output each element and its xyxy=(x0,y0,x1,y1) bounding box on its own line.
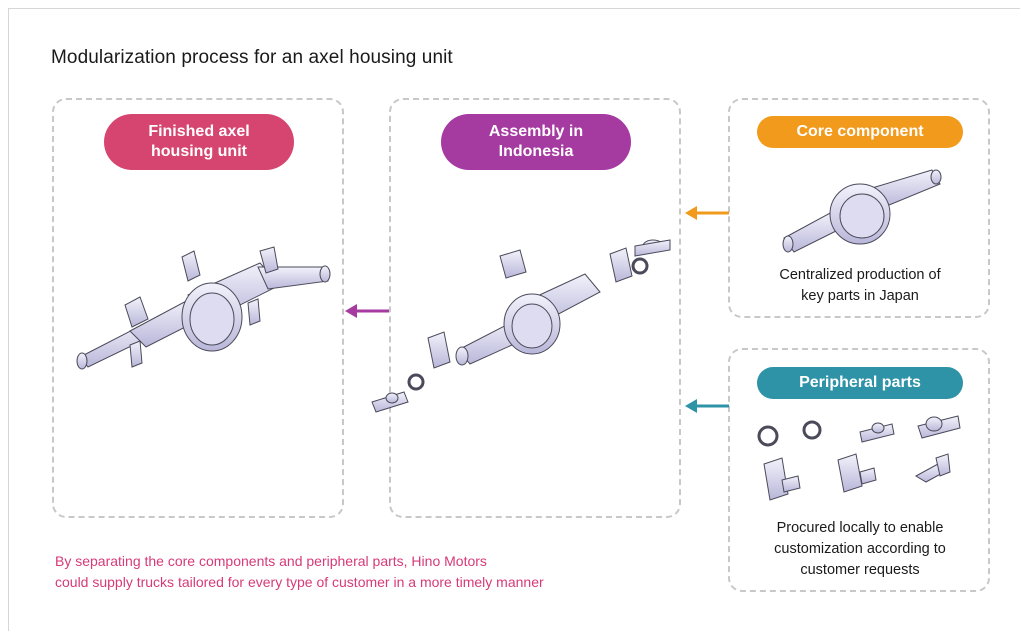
core-component-panel xyxy=(728,98,990,318)
peripheral-caption-line1: Procured locally to enable xyxy=(776,520,944,536)
peripheral-parts-label: Peripheral parts xyxy=(757,367,963,399)
core-caption-line1: Centralized production of xyxy=(779,267,941,283)
core-component-label: Core component xyxy=(757,116,963,148)
peripheral-caption-line2: customization according to xyxy=(774,541,946,557)
summary-note-line2: could supply trucks tailored for every t… xyxy=(55,574,544,590)
finished-unit-label: Finished axel housing unit xyxy=(104,114,294,170)
assembly-label-line1: Assembly in xyxy=(488,123,584,140)
assembly-label-line2: Indonesia xyxy=(498,143,574,160)
finished-unit-panel xyxy=(52,98,344,518)
peripheral-parts-panel xyxy=(728,348,990,592)
summary-note-line1: By separating the core components and pe… xyxy=(55,553,487,569)
summary-note: By separating the core components and pe… xyxy=(55,551,544,593)
peripheral-arrow-left-icon xyxy=(685,399,729,413)
peripheral-caption-line3: customer requests xyxy=(800,562,920,578)
peripheral-parts-icon xyxy=(757,415,961,501)
finished-label-line1: Finished axel xyxy=(148,123,250,140)
assembly-panel xyxy=(389,98,681,518)
core-component-caption: Centralized production of key parts in J… xyxy=(740,265,980,307)
core-arrow-left-icon xyxy=(685,206,729,220)
bracket-icon xyxy=(499,249,527,279)
lock-ring-icon xyxy=(757,425,779,447)
assembly-label: Assembly in Indonesia xyxy=(441,114,631,170)
peripheral-parts-caption: Procured locally to enable customization… xyxy=(735,518,985,581)
finished-axle-housing-icon xyxy=(76,246,331,370)
core-caption-line2: key parts in Japan xyxy=(801,288,919,304)
exploded-assembly-icon xyxy=(371,239,671,413)
finished-label-line2: housing unit xyxy=(151,143,247,160)
core-axle-housing-icon xyxy=(782,169,942,253)
assembly-arrow-left-icon xyxy=(345,304,389,318)
figure-frame xyxy=(8,8,1020,631)
figure-title: Modularization process for an axel housi… xyxy=(51,47,453,68)
